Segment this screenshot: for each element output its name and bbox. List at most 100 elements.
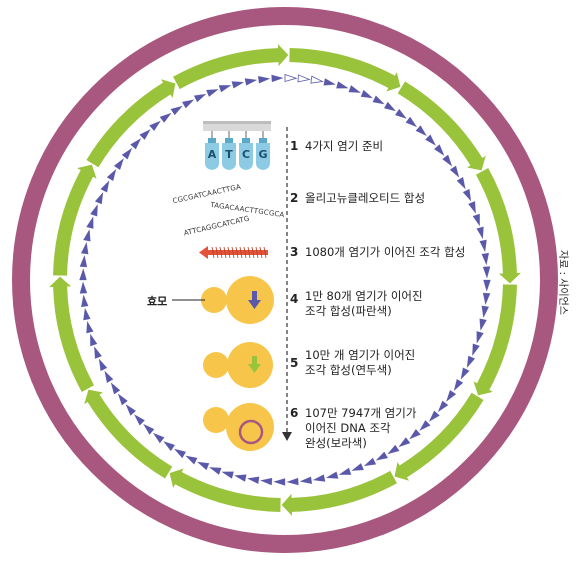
blue-fragment-arrow	[221, 471, 234, 479]
blue-fragment-arrow	[81, 294, 89, 307]
blue-fragment-arrow	[159, 112, 172, 123]
blue-fragment-arrow	[79, 268, 87, 281]
blue-fragment-arrow	[476, 331, 484, 344]
blue-fragment-arrow	[152, 432, 165, 444]
blue-fragment-arrow	[428, 410, 440, 422]
blue-fragment-arrow	[163, 441, 175, 452]
blue-fragment-arrow	[453, 379, 464, 392]
blue-fragment-arrow	[299, 476, 312, 484]
outer-genome-ring	[12, 7, 558, 553]
green-fragment-arrow	[473, 284, 517, 396]
step-6-text-line3: 완성(보라색)	[305, 436, 367, 450]
blue-fragment-arrow	[110, 382, 121, 395]
blue-fragment-arrow	[415, 125, 427, 137]
blue-fragment-arrow	[472, 343, 480, 356]
step-6-text-line1: 107만 7947개 염기가	[305, 406, 417, 420]
blue-fragment-arrow	[209, 467, 222, 475]
green-fragment-arrow	[173, 44, 289, 90]
green-fragment-ring	[49, 44, 521, 516]
green-fragment-arrow	[169, 468, 281, 512]
blue-fragment-arrow	[90, 333, 98, 347]
yeast-cell-step6	[203, 403, 274, 451]
blue-fragment-arrow	[106, 168, 117, 181]
blue-fragment-arrow	[196, 461, 210, 471]
blue-fragment-arrow	[113, 158, 124, 170]
blue-fragment-arrow	[479, 318, 487, 331]
blue-fragment-arrow	[193, 93, 207, 103]
blue-fragment-arrow	[185, 455, 198, 465]
blue-fragment-arrow	[86, 320, 94, 334]
blue-fragment-arrow	[446, 390, 457, 402]
yeast-cell-step5	[203, 342, 273, 388]
blue-fragment-arrow	[456, 177, 466, 190]
blue-fragment-arrow	[372, 95, 385, 105]
blue-fragment-arrow	[482, 292, 491, 305]
blue-fragment-ring	[79, 73, 491, 486]
yeast-cell-step4	[201, 276, 274, 324]
blue-fragment-arrow	[460, 367, 470, 380]
blue-fragment-arrow	[442, 154, 453, 167]
step-6-text-line2: 이어진 DNA 조각	[305, 421, 391, 435]
yeast-label: 효모	[147, 295, 168, 308]
green-fragment-arrow	[397, 81, 486, 171]
step-4-number: 4	[290, 292, 299, 306]
blue-fragment-arrow	[395, 108, 407, 119]
blue-fragment-arrow	[387, 444, 400, 455]
blue-fragment-arrow	[284, 73, 298, 83]
blue-fragment-arrow	[100, 180, 110, 193]
blue-fragment-arrow	[325, 471, 339, 479]
blue-fragment-arrow	[121, 147, 133, 160]
green-fragment-arrow	[475, 168, 521, 284]
blue-fragment-arrow	[125, 404, 137, 416]
blue-fragment-arrow	[310, 75, 324, 84]
step-2-number: 2	[290, 191, 299, 205]
blue-fragment-arrow	[468, 201, 476, 214]
blue-fragment-arrow	[425, 134, 436, 146]
step-2-text: 올리고뉴클레오티드 합성	[305, 191, 426, 205]
blue-fragment-arrow	[117, 393, 128, 406]
vial-letter-T: T	[225, 148, 233, 161]
step-1-text: 4가지 염기 준비	[305, 139, 384, 153]
blue-fragment-arrow	[81, 242, 89, 255]
blue-fragment-arrow	[258, 76, 271, 84]
step-5-number: 5	[290, 356, 299, 370]
blue-fragment-arrow	[271, 74, 284, 83]
base-vials-illustration	[203, 121, 271, 170]
blue-fragment-arrow	[134, 414, 145, 426]
blue-fragment-arrow	[481, 253, 489, 266]
blue-fragment-arrow	[323, 78, 336, 86]
blue-fragment-arrow	[149, 120, 161, 132]
blue-fragment-arrow	[483, 279, 491, 292]
blue-fragment-arrow	[79, 281, 88, 294]
blue-fragment-arrow	[360, 89, 374, 99]
step-1-number: 1	[290, 139, 299, 153]
base-vial-T	[222, 131, 236, 170]
blue-fragment-arrow	[98, 358, 108, 372]
step-4-text-line1: 1만 80개 염기가 이어진	[305, 289, 423, 303]
base-vial-G	[256, 131, 270, 170]
source-credit: 자료 : 사이언스	[557, 250, 568, 315]
blue-fragment-arrow	[244, 78, 258, 86]
blue-fragment-arrow	[90, 204, 98, 217]
blue-fragment-arrow	[348, 85, 361, 93]
blue-fragment-arrow	[312, 474, 326, 482]
green-fragment-arrow	[394, 392, 484, 481]
blue-fragment-arrow	[94, 191, 104, 205]
blue-fragment-arrow	[476, 226, 484, 240]
vial-letter-G: G	[258, 148, 268, 161]
blue-fragment-arrow	[286, 477, 299, 486]
blue-fragment-arrow	[336, 81, 349, 89]
vial-letter-C: C	[241, 148, 251, 161]
blue-fragment-arrow	[482, 266, 491, 279]
green-fragment-arrow	[53, 164, 97, 276]
blue-fragment-arrow	[481, 305, 489, 318]
blue-fragment-arrow	[472, 213, 480, 227]
blue-fragment-arrow	[94, 346, 102, 359]
blue-fragment-arrow	[437, 400, 449, 413]
blue-fragment-arrow	[449, 165, 460, 178]
green-fragment-arrow	[49, 276, 95, 392]
blue-fragment-arrow	[479, 239, 487, 253]
green-fragment-arrow	[84, 389, 173, 479]
blue-fragment-arrow	[405, 116, 418, 128]
